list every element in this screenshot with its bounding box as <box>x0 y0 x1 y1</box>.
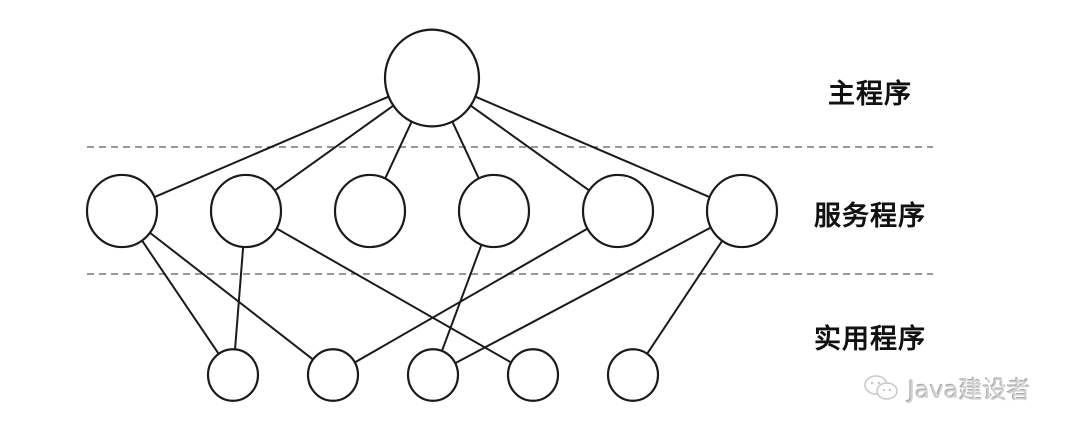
watermark-text: Java建设者 <box>908 376 1031 404</box>
edge-S1-U2 <box>149 231 314 361</box>
node-U1 <box>206 348 260 402</box>
node-U3 <box>406 348 460 402</box>
edge-M-S5 <box>469 104 591 192</box>
watermark: Java建设者 <box>862 370 1031 405</box>
node-S4 <box>457 173 531 249</box>
edge-S2-U4 <box>275 227 512 364</box>
edge-S1-U1 <box>140 239 220 355</box>
level-label-service: 服务程序 <box>814 201 926 232</box>
level-label-main: 主程序 <box>828 79 912 110</box>
node-S1 <box>85 173 159 249</box>
node-U5 <box>606 348 660 402</box>
edge-M-S6 <box>474 95 711 199</box>
edge-M-S3 <box>383 120 414 180</box>
edge-M-S2 <box>273 104 395 192</box>
node-M <box>383 28 481 128</box>
wechat-icon <box>864 374 898 400</box>
node-S3 <box>333 173 407 249</box>
edge-S2-U1 <box>233 245 245 351</box>
edge-S4-U3 <box>440 243 483 352</box>
level-label-utility: 实用程序 <box>814 324 926 355</box>
edge-M-S4 <box>450 120 481 180</box>
edge-S6-U5 <box>646 239 724 355</box>
node-U4 <box>506 348 560 402</box>
node-S2 <box>209 173 283 249</box>
edge-S6-U3 <box>454 226 712 365</box>
edge-M-S1 <box>153 95 390 199</box>
node-U2 <box>306 348 360 402</box>
node-S5 <box>581 173 655 249</box>
edge-S5-U2 <box>354 227 589 364</box>
node-S6 <box>705 173 779 249</box>
